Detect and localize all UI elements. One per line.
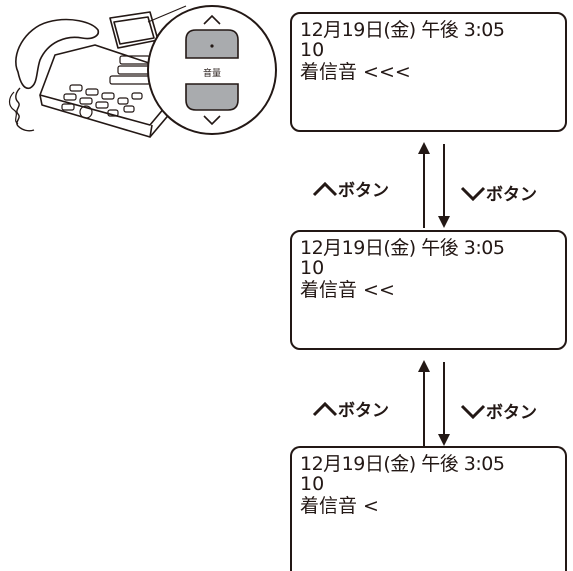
caret-up-icon xyxy=(312,401,338,417)
caret-down-icon xyxy=(460,404,486,420)
up-button-transition-1: ボタン xyxy=(312,176,389,201)
arrow-up-icon xyxy=(418,142,430,154)
volume-up-key xyxy=(185,29,239,59)
screen-number: 10 xyxy=(300,257,325,279)
transition-arrows-1 xyxy=(418,142,450,228)
chevron-up-icon xyxy=(203,14,221,25)
screen-ringtone-level: 着信音 << xyxy=(300,279,395,301)
screen-ringtone-level: 着信音 <<< xyxy=(300,61,411,83)
screen-number: 10 xyxy=(300,39,325,61)
transition-arrows-2 xyxy=(418,360,450,446)
volume-down-key xyxy=(185,83,239,111)
screen-ringtone-level: 着信音 < xyxy=(300,495,379,517)
lcd-screen-3: 12月19日(金) 午後 3:05 10 着信音 < xyxy=(290,446,567,571)
arrow-down-icon xyxy=(438,216,450,228)
down-button-transition-2: ボタン xyxy=(460,398,537,423)
screen-number: 10 xyxy=(300,473,325,495)
volume-label: 音量 xyxy=(203,67,221,79)
arrow-up-icon xyxy=(418,360,430,372)
lcd-screen-1: 12月19日(金) 午後 3:05 10 着信音 <<< xyxy=(290,12,567,132)
screen-datetime: 12月19日(金) 午後 3:05 xyxy=(300,453,505,475)
phone-illustration: 音量 xyxy=(8,5,277,138)
screen-datetime: 12月19日(金) 午後 3:05 xyxy=(300,237,505,259)
chevron-down-icon xyxy=(203,115,221,126)
arrow-down-icon xyxy=(438,434,450,446)
up-button-transition-2: ボタン xyxy=(312,396,389,421)
caret-down-icon xyxy=(460,186,486,202)
caret-up-icon xyxy=(312,181,338,197)
lcd-screen-2: 12月19日(金) 午後 3:05 10 着信音 << xyxy=(290,230,567,350)
screen-datetime: 12月19日(金) 午後 3:05 xyxy=(300,19,505,41)
down-button-transition-1: ボタン xyxy=(460,180,537,205)
